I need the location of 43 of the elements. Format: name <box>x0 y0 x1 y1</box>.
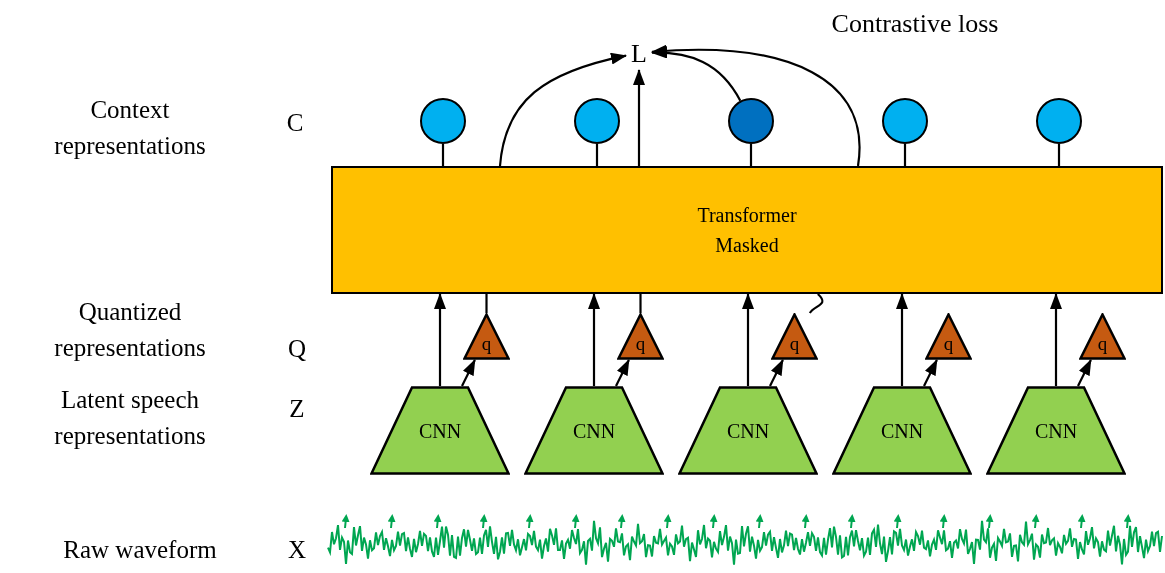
arrow <box>434 293 446 386</box>
arrow <box>769 359 784 387</box>
arrow <box>633 69 645 166</box>
row-label: Latent speech representations <box>53 385 207 451</box>
arrow <box>588 293 600 386</box>
connector-line <box>595 144 599 166</box>
transformer-label: Transformer Masked <box>696 203 798 258</box>
arrow <box>498 53 627 167</box>
connector-line <box>903 144 907 166</box>
loss-label: L <box>626 36 652 70</box>
arrow <box>1077 359 1092 387</box>
connector-line <box>639 294 642 313</box>
arrow <box>742 293 754 386</box>
arrow <box>923 359 938 387</box>
connector-line <box>749 144 753 166</box>
symbol-label: Z <box>288 394 306 424</box>
quantizer-triangle: q <box>617 313 664 360</box>
symbol-label: C <box>285 108 305 138</box>
transformer-box <box>331 166 1163 294</box>
cnn-trapezoid: CNN <box>524 386 664 475</box>
quantizer-triangle: q <box>925 313 972 360</box>
arrow <box>651 45 861 167</box>
cnn-trapezoid: CNN <box>986 386 1126 475</box>
connector-line <box>1057 144 1061 166</box>
row-label: Quantized representations <box>53 297 207 363</box>
quantizer-triangle: q <box>771 313 818 360</box>
quantizer-triangle: q <box>1079 313 1126 360</box>
symbol-label: X <box>286 535 308 565</box>
connector-line <box>441 144 445 166</box>
symbol-label: Q <box>286 334 308 364</box>
row-label: Context representations <box>53 95 207 161</box>
arrow <box>896 293 908 386</box>
connector-line <box>808 293 824 314</box>
title-label: Contrastive loss <box>830 8 1000 40</box>
row-label: Raw waveform <box>62 535 218 565</box>
quantizer-triangle: q <box>463 313 510 360</box>
connector-line <box>485 294 488 313</box>
cnn-trapezoid: CNN <box>832 386 972 475</box>
cnn-trapezoid: CNN <box>678 386 818 475</box>
arrow <box>615 359 630 387</box>
cnn-trapezoid: CNN <box>370 386 510 475</box>
arrow <box>1050 293 1062 386</box>
arrow <box>461 359 476 387</box>
